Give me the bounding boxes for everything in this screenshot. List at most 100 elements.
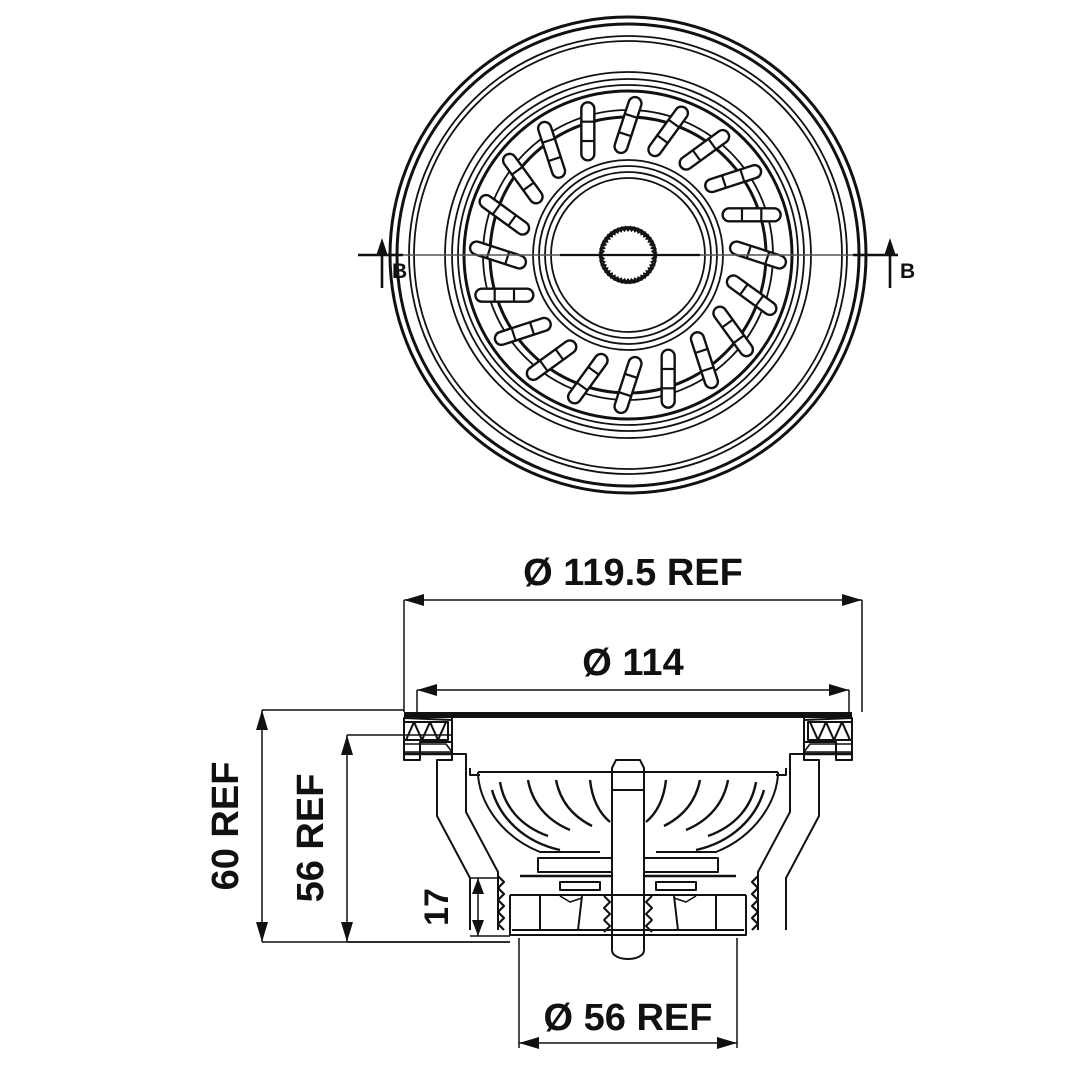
locknut-facets (539, 895, 717, 931)
slot-outline (525, 339, 578, 382)
slot-outline (493, 316, 552, 347)
top-view-slot (613, 355, 643, 415)
slot-outline (613, 95, 643, 155)
slot-divider (511, 166, 524, 176)
locknut-chamfer-right (673, 895, 697, 903)
thread-profile-right-inner (645, 895, 653, 933)
arrow-up-icon (256, 710, 268, 730)
slot-divider (667, 118, 680, 129)
arrow-right-icon (717, 1037, 737, 1049)
basket-bowl-right (656, 771, 779, 853)
slot-outline (566, 352, 609, 405)
dim-label-thread-length: 17 (418, 888, 456, 926)
arrow-down-icon (341, 922, 353, 942)
top-view-slot (580, 101, 596, 162)
slot-divider (624, 372, 638, 379)
slot-divider (522, 181, 535, 192)
slot-divider (694, 347, 708, 355)
flange-left-hatching (405, 720, 447, 742)
flange-right-hatch-box (807, 721, 853, 741)
slot-divider (656, 134, 669, 144)
slot-divider (542, 137, 556, 144)
top-view-slot (474, 287, 535, 303)
slot-outline (660, 348, 676, 409)
top-view-slot (478, 193, 531, 236)
flange-left-hatch-box (403, 721, 449, 741)
basket-ribs-left (490, 779, 611, 852)
thread-profile-right-outer (750, 875, 760, 931)
top-view-slot (613, 95, 643, 155)
slot-divider (739, 169, 746, 183)
washer-right (655, 881, 697, 891)
slot-outline (712, 305, 755, 358)
up-arrow-icon (884, 238, 896, 256)
section-view-b-b (403, 712, 853, 960)
arrow-left-icon (404, 594, 424, 606)
flange-right-gasket (803, 743, 852, 753)
arrow-up-icon (341, 735, 353, 755)
arrow-left-icon (519, 1037, 539, 1049)
slot-divider (754, 294, 765, 307)
slot-outline (580, 101, 596, 162)
flange-left-gasket (404, 743, 453, 753)
slot-divider (587, 366, 600, 376)
slot-outline (613, 355, 643, 415)
slot-divider (548, 155, 562, 163)
arrow-left-icon (417, 684, 437, 696)
slot-divider (576, 381, 589, 392)
top-view-slot (647, 105, 690, 158)
slot-divider (707, 138, 717, 151)
slot-divider (528, 321, 536, 335)
basket-ribs-right (645, 779, 766, 852)
section-marker-right: B (853, 238, 915, 288)
slot-outline (678, 128, 731, 171)
slot-outline (536, 120, 567, 179)
top-view-slot (536, 120, 567, 179)
section-marker-left: B (358, 238, 407, 288)
top-view-radial-slots (468, 95, 788, 415)
slot-divider (739, 283, 749, 296)
dim-label-outer-flange-diameter: Ø 119.5 REF (523, 552, 743, 594)
dimension-annotations: Ø 119.5 REF Ø 114 60 REF 56 REF 17 (205, 552, 863, 1049)
flange-top-lip (404, 712, 852, 718)
top-view (358, 15, 898, 495)
dim-label-overall-height: 60 REF (205, 762, 247, 891)
slot-outline (474, 287, 535, 303)
slot-divider (507, 214, 517, 227)
up-arrow-icon (376, 238, 388, 256)
arrow-down-icon (472, 920, 484, 936)
slot-divider (721, 318, 734, 329)
arrow-right-icon (842, 594, 862, 606)
slot-divider (618, 131, 632, 138)
thread-profile-left-outer (496, 875, 506, 931)
basket-rim-notch (469, 768, 787, 776)
arrow-down-icon (256, 922, 268, 942)
slot-divider (618, 391, 632, 398)
slot-divider (491, 203, 502, 216)
slot-divider (764, 251, 771, 265)
slot-divider (554, 348, 565, 361)
center-post (611, 759, 645, 960)
locknut-chamfer-left (559, 895, 583, 903)
arrow-right-icon (829, 684, 849, 696)
section-label-left: B (392, 260, 407, 283)
dim-label-flange-diameter: Ø 114 (582, 642, 683, 684)
body-wall-right-outer (785, 718, 820, 930)
slot-outline (478, 193, 531, 236)
slot-outline (501, 152, 544, 205)
dim-label-body-height: 56 REF (290, 774, 332, 903)
slot-divider (691, 149, 702, 162)
arrow-up-icon (472, 878, 484, 894)
basket-bowl-left (477, 771, 600, 853)
dim-label-thread-diameter: Ø 56 REF (544, 997, 713, 1039)
seal-washer-left (537, 857, 613, 873)
slot-outline (704, 163, 763, 194)
top-view-slot (725, 274, 778, 317)
slot-divider (504, 251, 511, 265)
slot-divider (624, 112, 638, 119)
top-view-slot (712, 305, 755, 358)
slot-divider (485, 245, 492, 259)
top-view-slot (566, 352, 609, 405)
